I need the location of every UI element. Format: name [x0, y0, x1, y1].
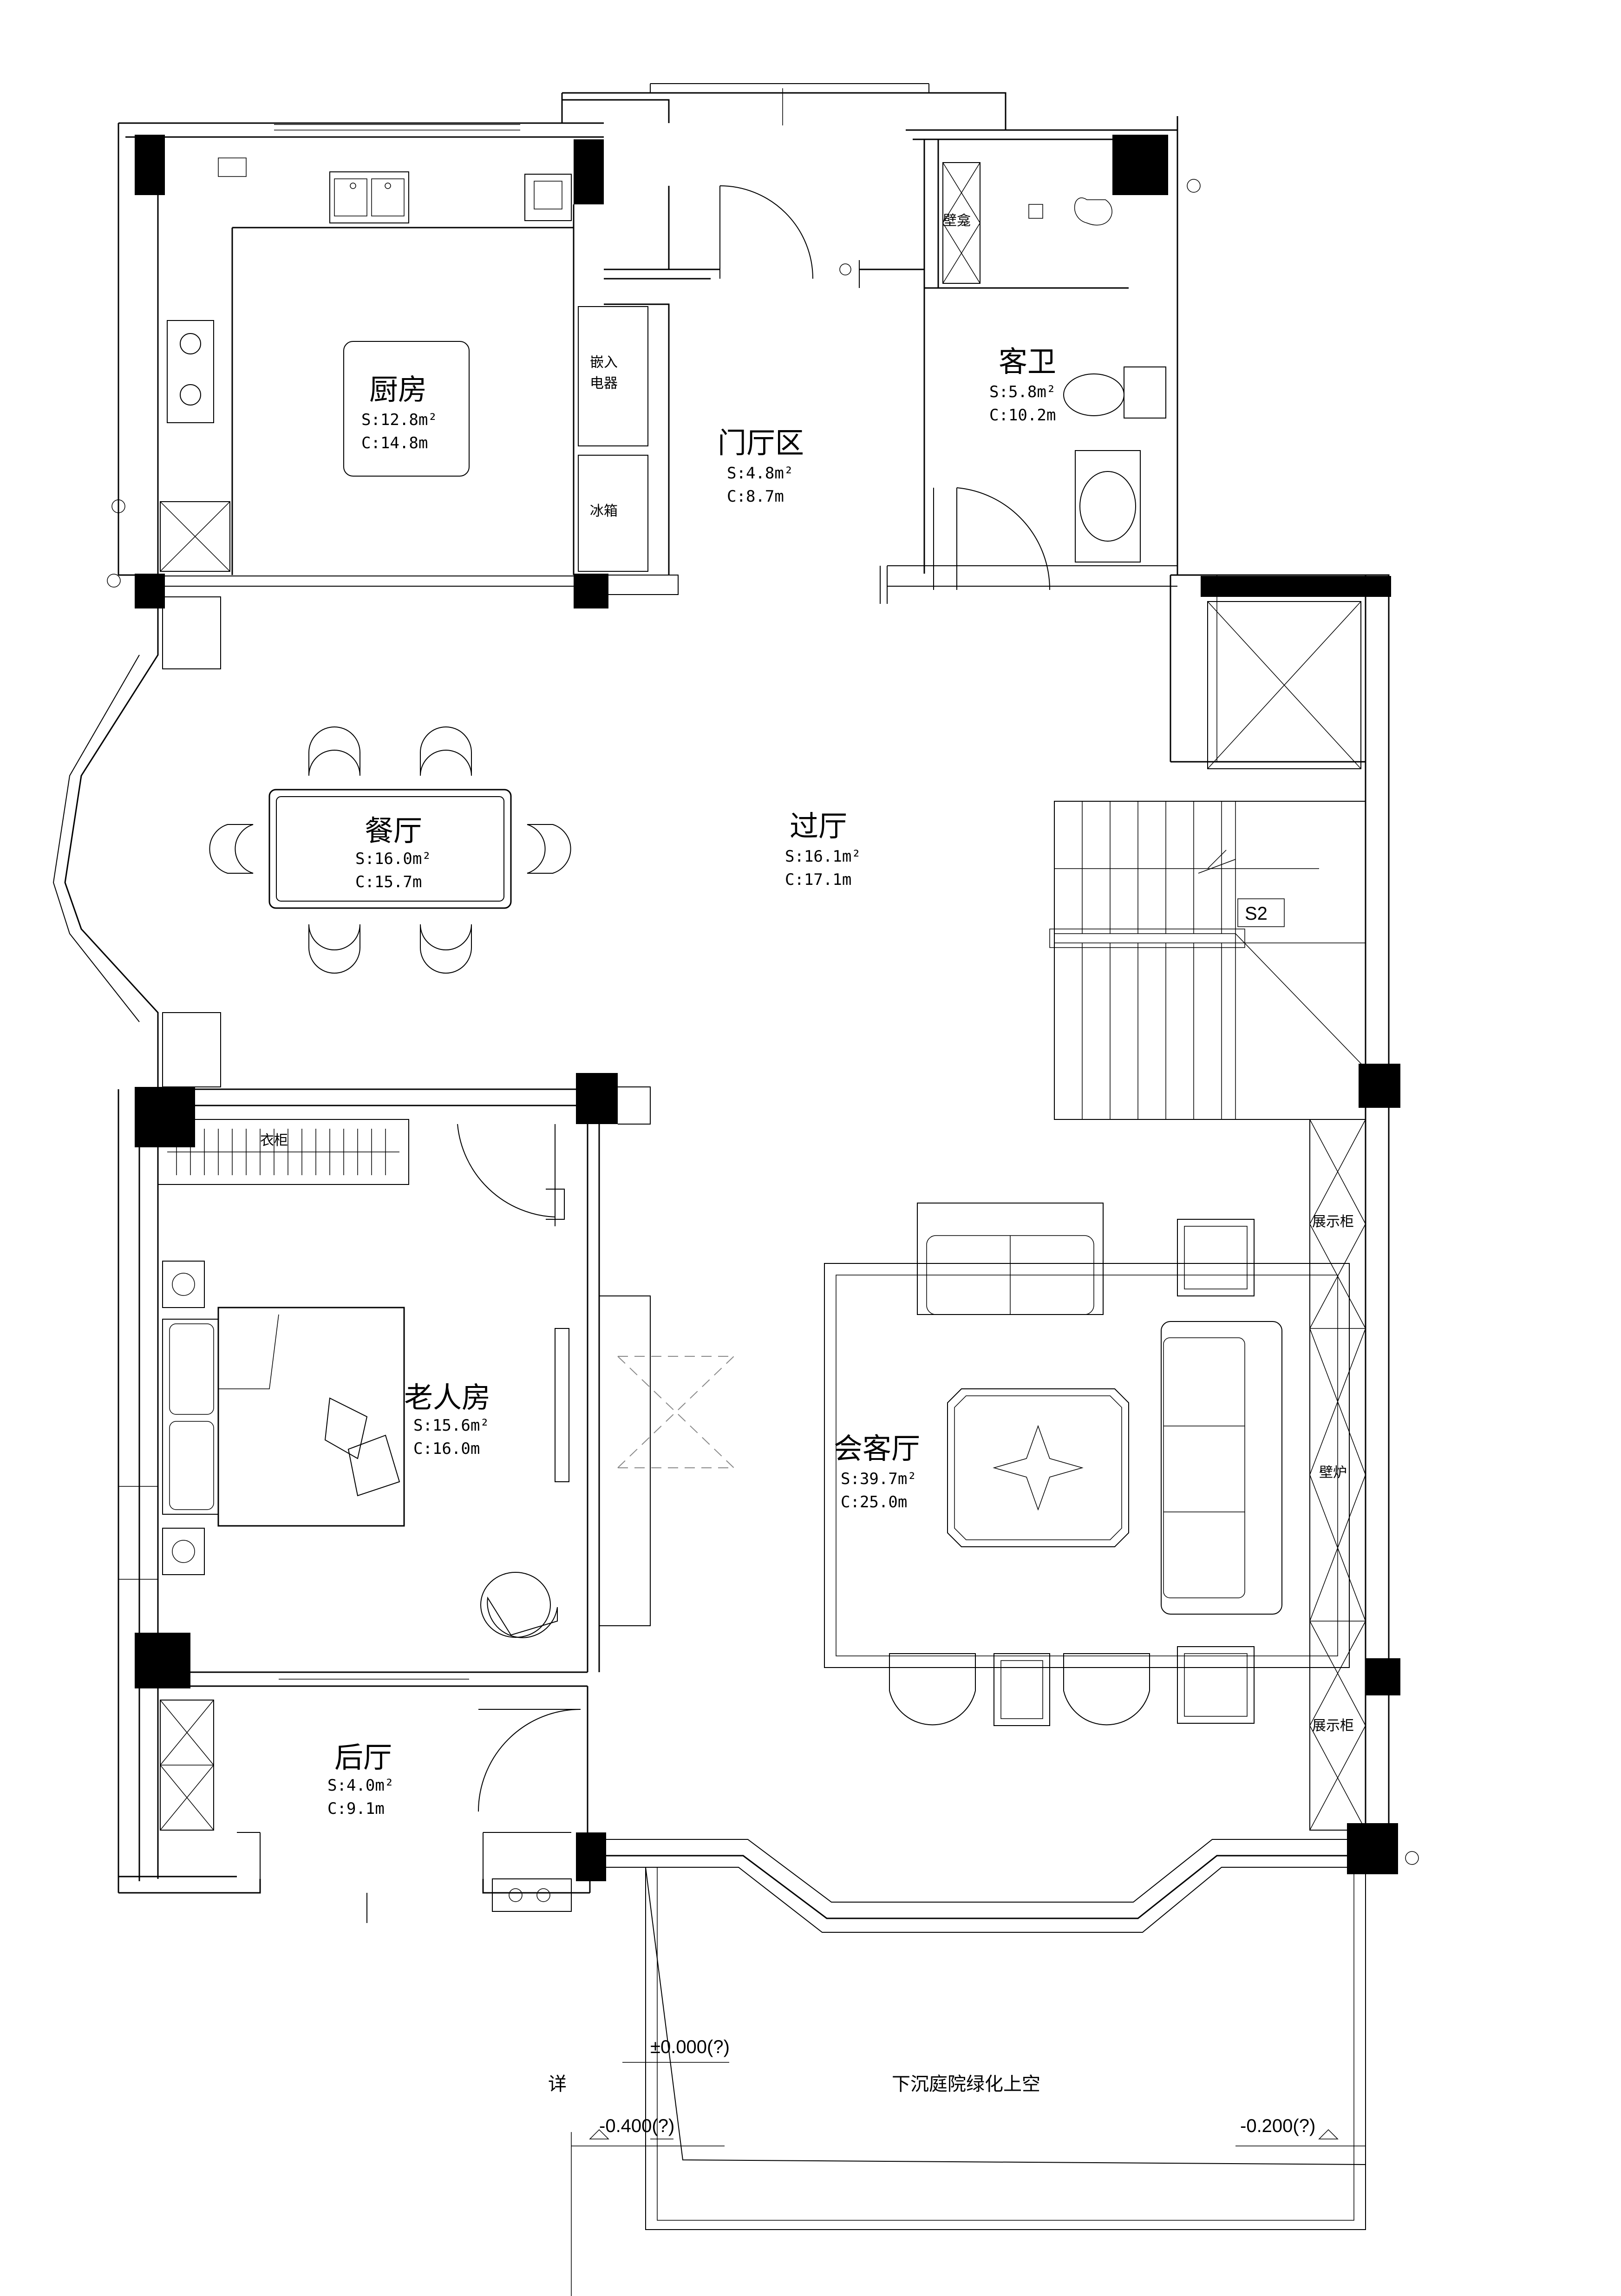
elder-room-name: 老人房 [404, 1380, 490, 1414]
detail-mark: 详 [548, 2074, 567, 2094]
level-zero-mark: ±0.000(?) [650, 2037, 730, 2057]
foyer-perimeter: C:8.7m [727, 487, 784, 506]
foyer-name: 门厅区 [718, 426, 804, 460]
structural-columns [135, 135, 1400, 1881]
back-hall-perimeter: C:9.1m [327, 1799, 385, 1818]
guest-wc-name: 客卫 [999, 345, 1056, 379]
sunken-garden [571, 1867, 1366, 2296]
foyer-area: S:4.8m² [727, 464, 793, 483]
dining-furniture [162, 596, 571, 1087]
kitchen-perimeter: C:14.8m [361, 434, 428, 452]
hall-name: 过厅 [790, 809, 847, 843]
stair [1049, 601, 1366, 1120]
hall-area: S:16.1m² [785, 847, 861, 866]
wardrobe-label: 衣柜 [260, 1132, 288, 1149]
room-labels: 厨房 S:12.8m² C:14.8m 门厅区 S:4.8m² C:8.7m 客… [327, 345, 1056, 1818]
dining-perimeter: C:15.7m [355, 873, 422, 891]
hall-perimeter: C:17.1m [785, 870, 851, 889]
interior-walls [157, 139, 1366, 1879]
kitchen-name: 厨房 [369, 373, 427, 406]
fridge-label: 冰箱 [590, 503, 618, 519]
fireplace-label: 壁炉 [1319, 1465, 1347, 1481]
kitchen-area: S:12.8m² [361, 411, 438, 429]
level-minus-400-mark: -0.400(?) [599, 2116, 674, 2136]
living-name: 会客厅 [834, 1432, 920, 1465]
dimension-markers [107, 88, 1419, 1865]
niche-label: 壁龛 [943, 213, 971, 229]
level-minus-200-mark: -0.200(?) [1240, 2116, 1315, 2136]
fixture-labels: 嵌入 电器 冰箱 壁龛 衣柜 展示柜 壁炉 展示柜 S2 下沉庭院绿化上空 ±0… [260, 213, 1354, 2136]
back-hall-fixtures [160, 1700, 572, 1912]
display-cabinet-top-label: 展示柜 [1312, 1214, 1354, 1230]
elder-room-area: S:15.6m² [413, 1416, 490, 1435]
dining-area: S:16.0m² [355, 850, 431, 868]
display-cabinet-bottom-label: 展示柜 [1312, 1718, 1354, 1734]
outer-walls [52, 83, 1390, 1933]
elder-room-perimeter: C:16.0m [413, 1439, 480, 1458]
elder-room-furniture [157, 1119, 734, 1638]
sunken-garden-label: 下沉庭院绿化上空 [892, 2074, 1040, 2094]
doors [366, 185, 1051, 1923]
back-hall-area: S:4.0m² [327, 1776, 394, 1795]
wc-fixtures [942, 162, 1166, 563]
kitchen-fixtures [160, 157, 648, 572]
living-perimeter: C:25.0m [841, 1493, 907, 1511]
built-in-appliance-label-2: 电器 [590, 375, 618, 392]
dining-name: 餐厅 [365, 814, 422, 848]
built-in-appliance-label-1: 嵌入 [590, 354, 618, 371]
guest-wc-area: S:5.8m² [989, 383, 1056, 401]
living-area: S:39.7m² [841, 1470, 917, 1488]
back-hall-name: 后厅 [334, 1740, 392, 1774]
guest-wc-perimeter: C:10.2m [989, 406, 1056, 425]
living-room-furniture [824, 1119, 1366, 1831]
windows [118, 124, 1217, 1680]
stair-tag: S2 [1245, 903, 1268, 924]
